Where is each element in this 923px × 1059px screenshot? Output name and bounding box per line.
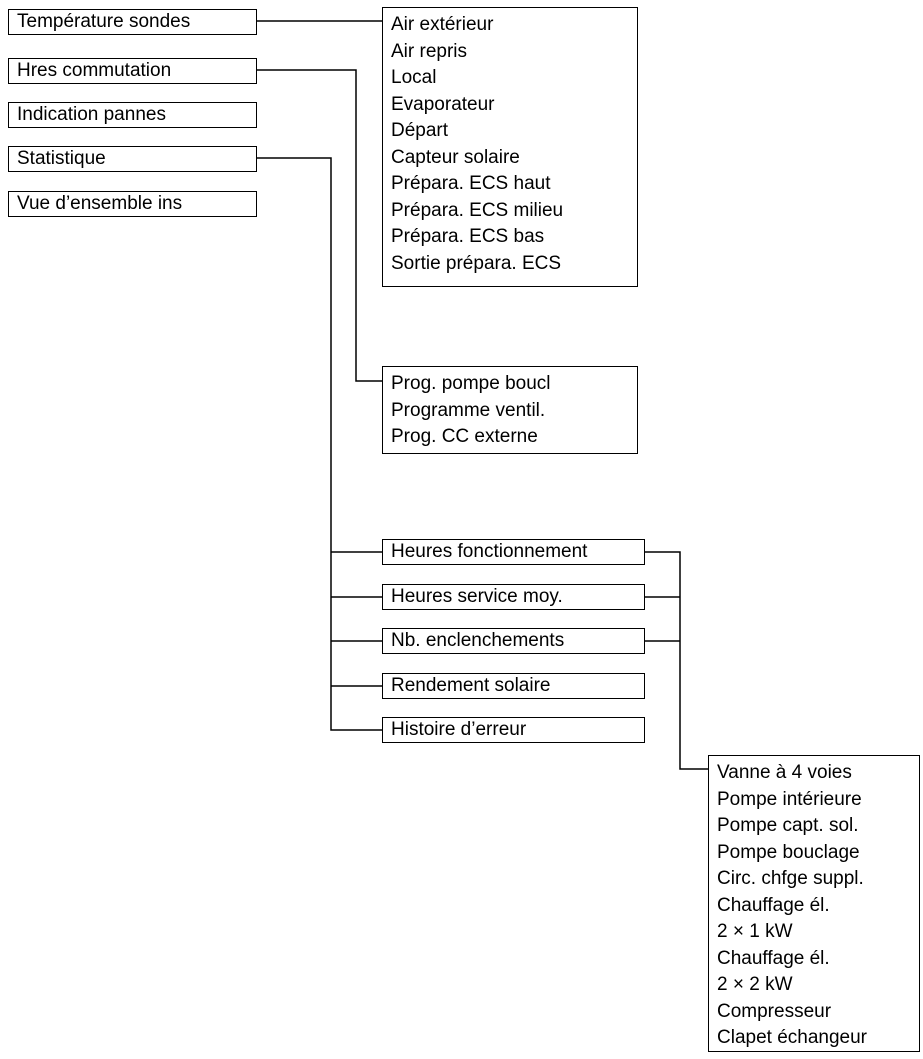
list-item[interactable]: Air extérieur — [391, 14, 494, 35]
stats-item-heures-service[interactable]: Heures service moy. — [382, 584, 645, 610]
list-item[interactable]: Pompe intérieure — [717, 788, 862, 810]
menu-item-label: Heures fonctionnement — [391, 541, 588, 562]
menu-item-label: Rendement solaire — [391, 675, 551, 696]
menu-item-vue-ensemble[interactable]: Vue d’ensemble ins — [8, 191, 257, 217]
list-item[interactable]: 2 × 1 kW — [717, 921, 793, 942]
switching-list-panel: Prog. pompe boucl Programme ventil. Prog… — [382, 366, 638, 454]
list-item[interactable]: 2 × 2 kW — [717, 974, 793, 995]
list-item[interactable]: Air repris — [391, 40, 468, 62]
stats-item-rendement-solaire[interactable]: Rendement solaire — [382, 673, 645, 699]
menu-item-label: Histoire d’erreur — [391, 719, 527, 740]
component-list-panel: Vanne à 4 voies Pompe intérieure Pompe c… — [708, 755, 920, 1052]
list-item[interactable]: Local — [391, 67, 437, 88]
menu-item-label: Vue d’ensemble ins — [17, 193, 183, 214]
list-item[interactable]: Vanne à 4 voies — [717, 762, 852, 783]
list-item[interactable]: Circ. chfge suppl. — [717, 868, 864, 889]
list-item[interactable]: Clapet échangeur — [717, 1027, 867, 1048]
list-item[interactable]: Départ — [391, 120, 449, 141]
list-item[interactable]: Prépara. ECS bas — [391, 226, 545, 247]
menu-item-label: Heures service moy. — [391, 586, 563, 607]
list-item[interactable]: Programme ventil. — [391, 399, 546, 421]
menu-item-label: Température sondes — [17, 11, 191, 32]
list-item[interactable]: Prog. pompe boucl — [391, 373, 551, 394]
menu-item-label: Hres commutation — [17, 60, 172, 81]
connector-commutation-to-programs — [257, 69, 382, 382]
stats-item-enclenchements[interactable]: Nb. enclenchements — [382, 628, 645, 654]
list-item[interactable]: Sortie prépara. ECS — [391, 252, 562, 274]
menu-item-temperature-sondes[interactable]: Température sondes — [8, 9, 257, 35]
list-item[interactable]: Prépara. ECS milieu — [391, 199, 564, 221]
menu-item-hres-commutation[interactable]: Hres commutation — [8, 58, 257, 84]
menu-item-indication-pannes[interactable]: Indication pannes — [8, 102, 257, 128]
connector-statistics-to-submenu — [257, 157, 382, 731]
sensor-list-panel: Air extérieur Air repris Local Evaporate… — [382, 7, 638, 287]
stats-item-heures-fonctionnement[interactable]: Heures fonctionnement — [382, 539, 645, 565]
list-item[interactable]: Evaporateur — [391, 93, 495, 115]
menu-item-label: Indication pannes — [17, 104, 166, 125]
list-item[interactable]: Capteur solaire — [391, 146, 520, 168]
menu-item-label: Nb. enclenchements — [391, 630, 565, 651]
list-item[interactable]: Prog. CC externe — [391, 426, 538, 447]
menu-item-statistique[interactable]: Statistique — [8, 146, 257, 172]
connector-stats-to-components — [645, 551, 708, 770]
list-item[interactable]: Chauffage él. — [717, 947, 830, 969]
list-item[interactable]: Prépara. ECS haut — [391, 173, 551, 194]
list-item[interactable]: Pompe capt. sol. — [717, 815, 859, 836]
menu-item-label: Statistique — [17, 148, 106, 169]
list-item[interactable]: Compresseur — [717, 1000, 832, 1022]
list-item[interactable]: Pompe bouclage — [717, 841, 860, 863]
stats-item-histoire-erreur[interactable]: Histoire d’erreur — [382, 717, 645, 743]
list-item[interactable]: Chauffage él. — [717, 894, 830, 916]
